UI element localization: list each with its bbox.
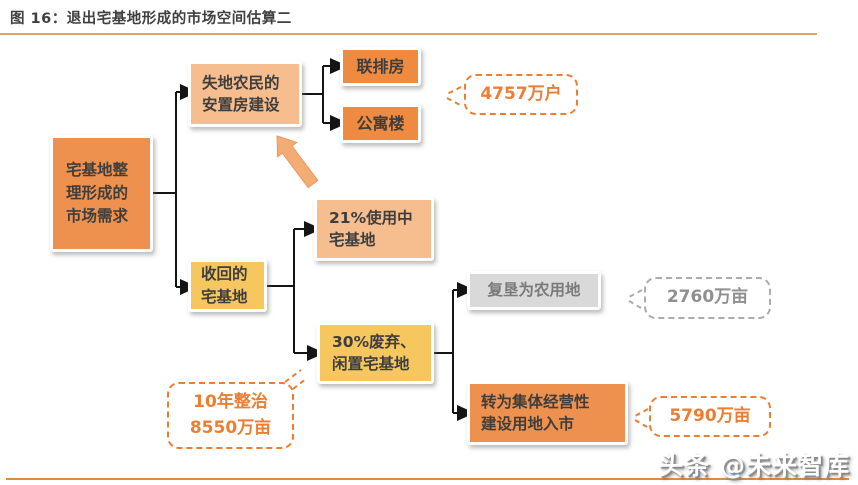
- callout-households: 4757万户: [464, 74, 578, 115]
- bottom-rule: [6, 478, 849, 480]
- collective-box: 转为集体经营性 建设用地入市: [467, 381, 628, 445]
- branch-resettlement: [302, 58, 348, 131]
- apartment-box: 公寓楼: [340, 104, 421, 143]
- tail-collective-area: [634, 408, 649, 428]
- callout-renovation: 10年整治 8550万亩: [167, 382, 294, 449]
- demand-box: 宅基地整 理形成的 市场需求: [50, 135, 153, 252]
- callout-collective-area: 5790万亩: [649, 396, 771, 437]
- tail-farmland-area: [628, 289, 643, 309]
- tail-renovation: [284, 369, 307, 390]
- abandoned-box: 30%废弃、 闲置宅基地: [317, 322, 434, 384]
- resettlement-box: 失地农民的 安置房建设: [188, 61, 302, 127]
- farmland-box: 复垦为农用地: [467, 271, 601, 310]
- branch-reclaimed: [267, 221, 325, 361]
- title-underline: [0, 33, 817, 35]
- callout-farmland-area: 2760万亩: [644, 277, 771, 319]
- upward-arrow: [276, 135, 319, 189]
- in-use-box: 21%使用中 宅基地: [314, 197, 434, 261]
- rowhouse-box: 联排房: [340, 47, 421, 86]
- watermark: 头条 @未来智库: [658, 451, 850, 480]
- reclaimed-box: 收回的 宅基地: [188, 259, 267, 312]
- branch-demand: [153, 84, 198, 295]
- tail-households: [446, 86, 462, 106]
- branch-abandoned: [434, 282, 475, 421]
- figure-title: 图 16：退出宅基地形成的市场空间估算二: [10, 11, 292, 27]
